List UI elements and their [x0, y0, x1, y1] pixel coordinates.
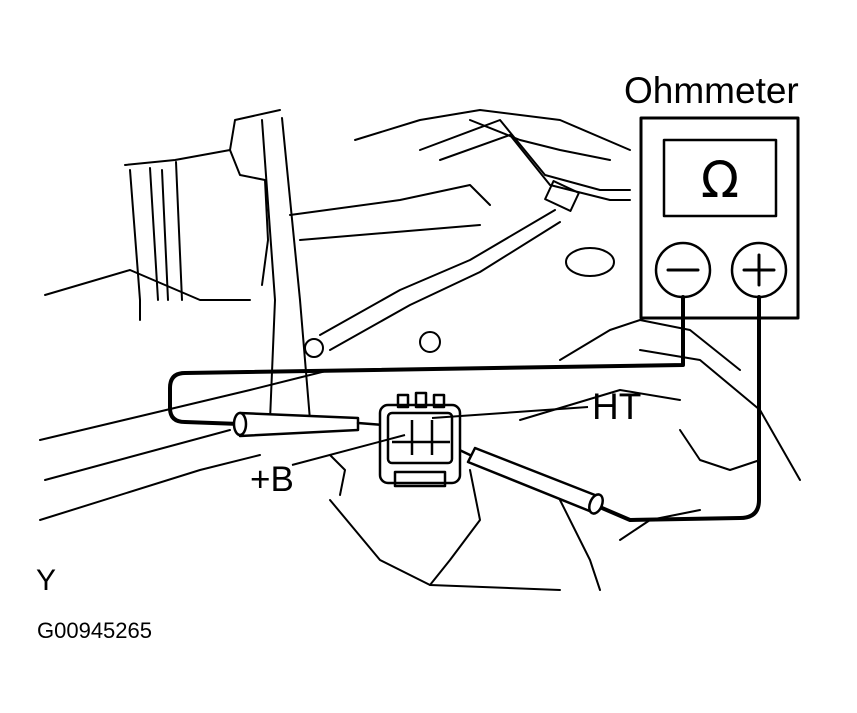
ohmmeter: Ω [639, 116, 800, 320]
negative-lead-wire [168, 295, 685, 426]
figure-id: G00945265 [37, 618, 152, 643]
ohm-symbol: Ω [701, 151, 739, 209]
ohmmeter-body [639, 116, 800, 320]
terminal-b-label: +B [250, 460, 294, 499]
connector [378, 391, 462, 488]
test-leads [168, 295, 761, 522]
ohmmeter-display [662, 138, 778, 218]
background-structure [39, 109, 801, 591]
positive-lead-wire [593, 295, 761, 522]
b-leader-line [291, 434, 406, 466]
label-leaders [291, 406, 589, 466]
view-letter: Y [36, 564, 57, 597]
negative-probe [232, 411, 412, 438]
terminal-ht-label: HT [592, 386, 642, 427]
ohmmeter-label: Ohmmeter [624, 70, 799, 111]
ht-leader-line [431, 406, 589, 419]
